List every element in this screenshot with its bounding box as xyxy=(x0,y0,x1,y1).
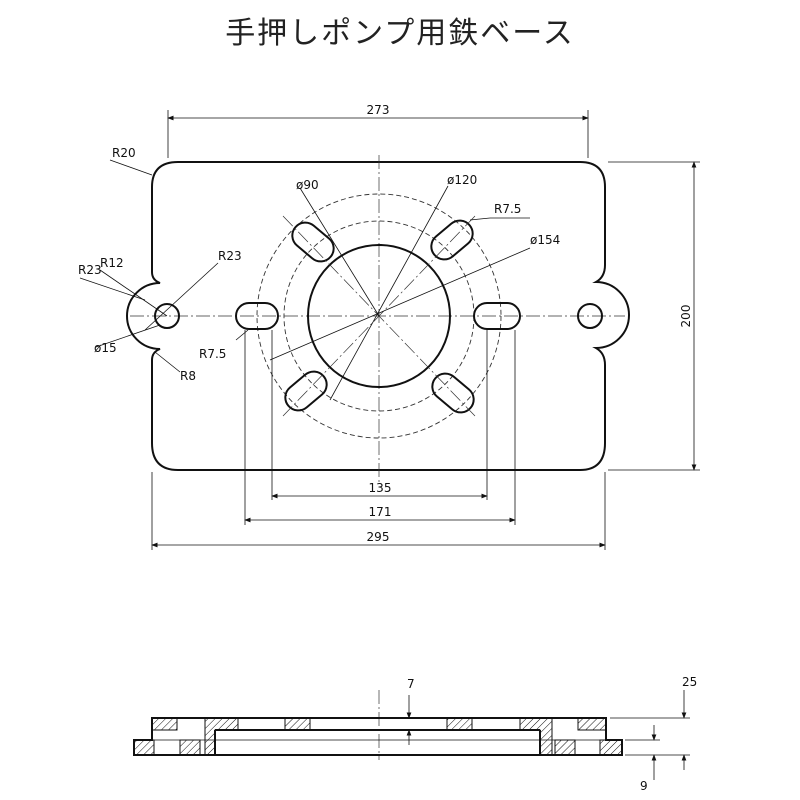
right-slot xyxy=(473,302,521,330)
slot-lower-right xyxy=(431,372,475,414)
leader-dia120 xyxy=(329,185,449,401)
hatch-right-hole-a xyxy=(554,739,576,756)
hatch-left-boss xyxy=(204,717,239,756)
hatch-left-top xyxy=(151,717,178,731)
label-r20: R20 xyxy=(112,146,136,160)
label-r23-left: R23 xyxy=(78,263,102,277)
leader-r23-left xyxy=(79,277,146,301)
leader-dia154 xyxy=(269,247,531,361)
label-9: 9 xyxy=(640,779,648,793)
label-200: 200 xyxy=(679,305,693,328)
hatch-slot-left xyxy=(284,717,311,731)
leader-r23-right xyxy=(144,262,219,331)
hatch-left-hole xyxy=(179,739,201,756)
hatch-slot-right xyxy=(446,717,473,731)
label-7: 7 xyxy=(407,677,415,691)
label-135: 135 xyxy=(369,481,392,495)
side-view: 7 25 9 xyxy=(133,675,697,793)
slot-lower-left xyxy=(284,370,328,412)
hatch-left-ear xyxy=(133,739,155,756)
label-dia120: ø120 xyxy=(447,173,477,187)
leader-r20 xyxy=(109,159,153,176)
label-r75-left: R7.5 xyxy=(199,347,226,361)
label-171: 171 xyxy=(369,505,392,519)
label-r12: R12 xyxy=(100,256,124,270)
right-bolt-hole xyxy=(577,303,603,329)
left-bolt-hole xyxy=(154,303,180,329)
leader-r8 xyxy=(154,351,181,373)
label-dia15: ø15 xyxy=(94,341,117,355)
label-dia154: ø154 xyxy=(530,233,560,247)
leader-r75-left xyxy=(235,329,249,341)
slot-upper-right xyxy=(430,219,474,261)
label-273: 273 xyxy=(367,103,390,117)
slot-upper-left xyxy=(291,221,335,263)
drawing-title: 手押しポンプ用鉄ベース xyxy=(225,16,575,51)
hatch-right-top xyxy=(577,717,607,731)
label-25: 25 xyxy=(682,675,697,689)
label-r23-right: R23 xyxy=(218,249,242,263)
label-295: 295 xyxy=(367,530,390,544)
left-slot xyxy=(235,302,279,330)
hatch-right-ear xyxy=(599,739,623,756)
leader-dia90 xyxy=(299,187,380,317)
plate-outline xyxy=(126,161,630,471)
leader-dia15 xyxy=(95,324,161,348)
label-r75-top: R7.5 xyxy=(494,202,521,216)
circle-154 xyxy=(256,193,502,439)
hatch-right-boss xyxy=(519,717,553,756)
label-r8: R8 xyxy=(180,369,196,383)
top-view: 273 200 135 171 295 ø90 ø120 ø154 R7.5 R… xyxy=(78,103,700,550)
leader-r75-top xyxy=(469,217,491,221)
center-bore xyxy=(307,244,451,388)
label-dia90: ø90 xyxy=(296,178,319,192)
leader-r12 xyxy=(99,269,168,317)
